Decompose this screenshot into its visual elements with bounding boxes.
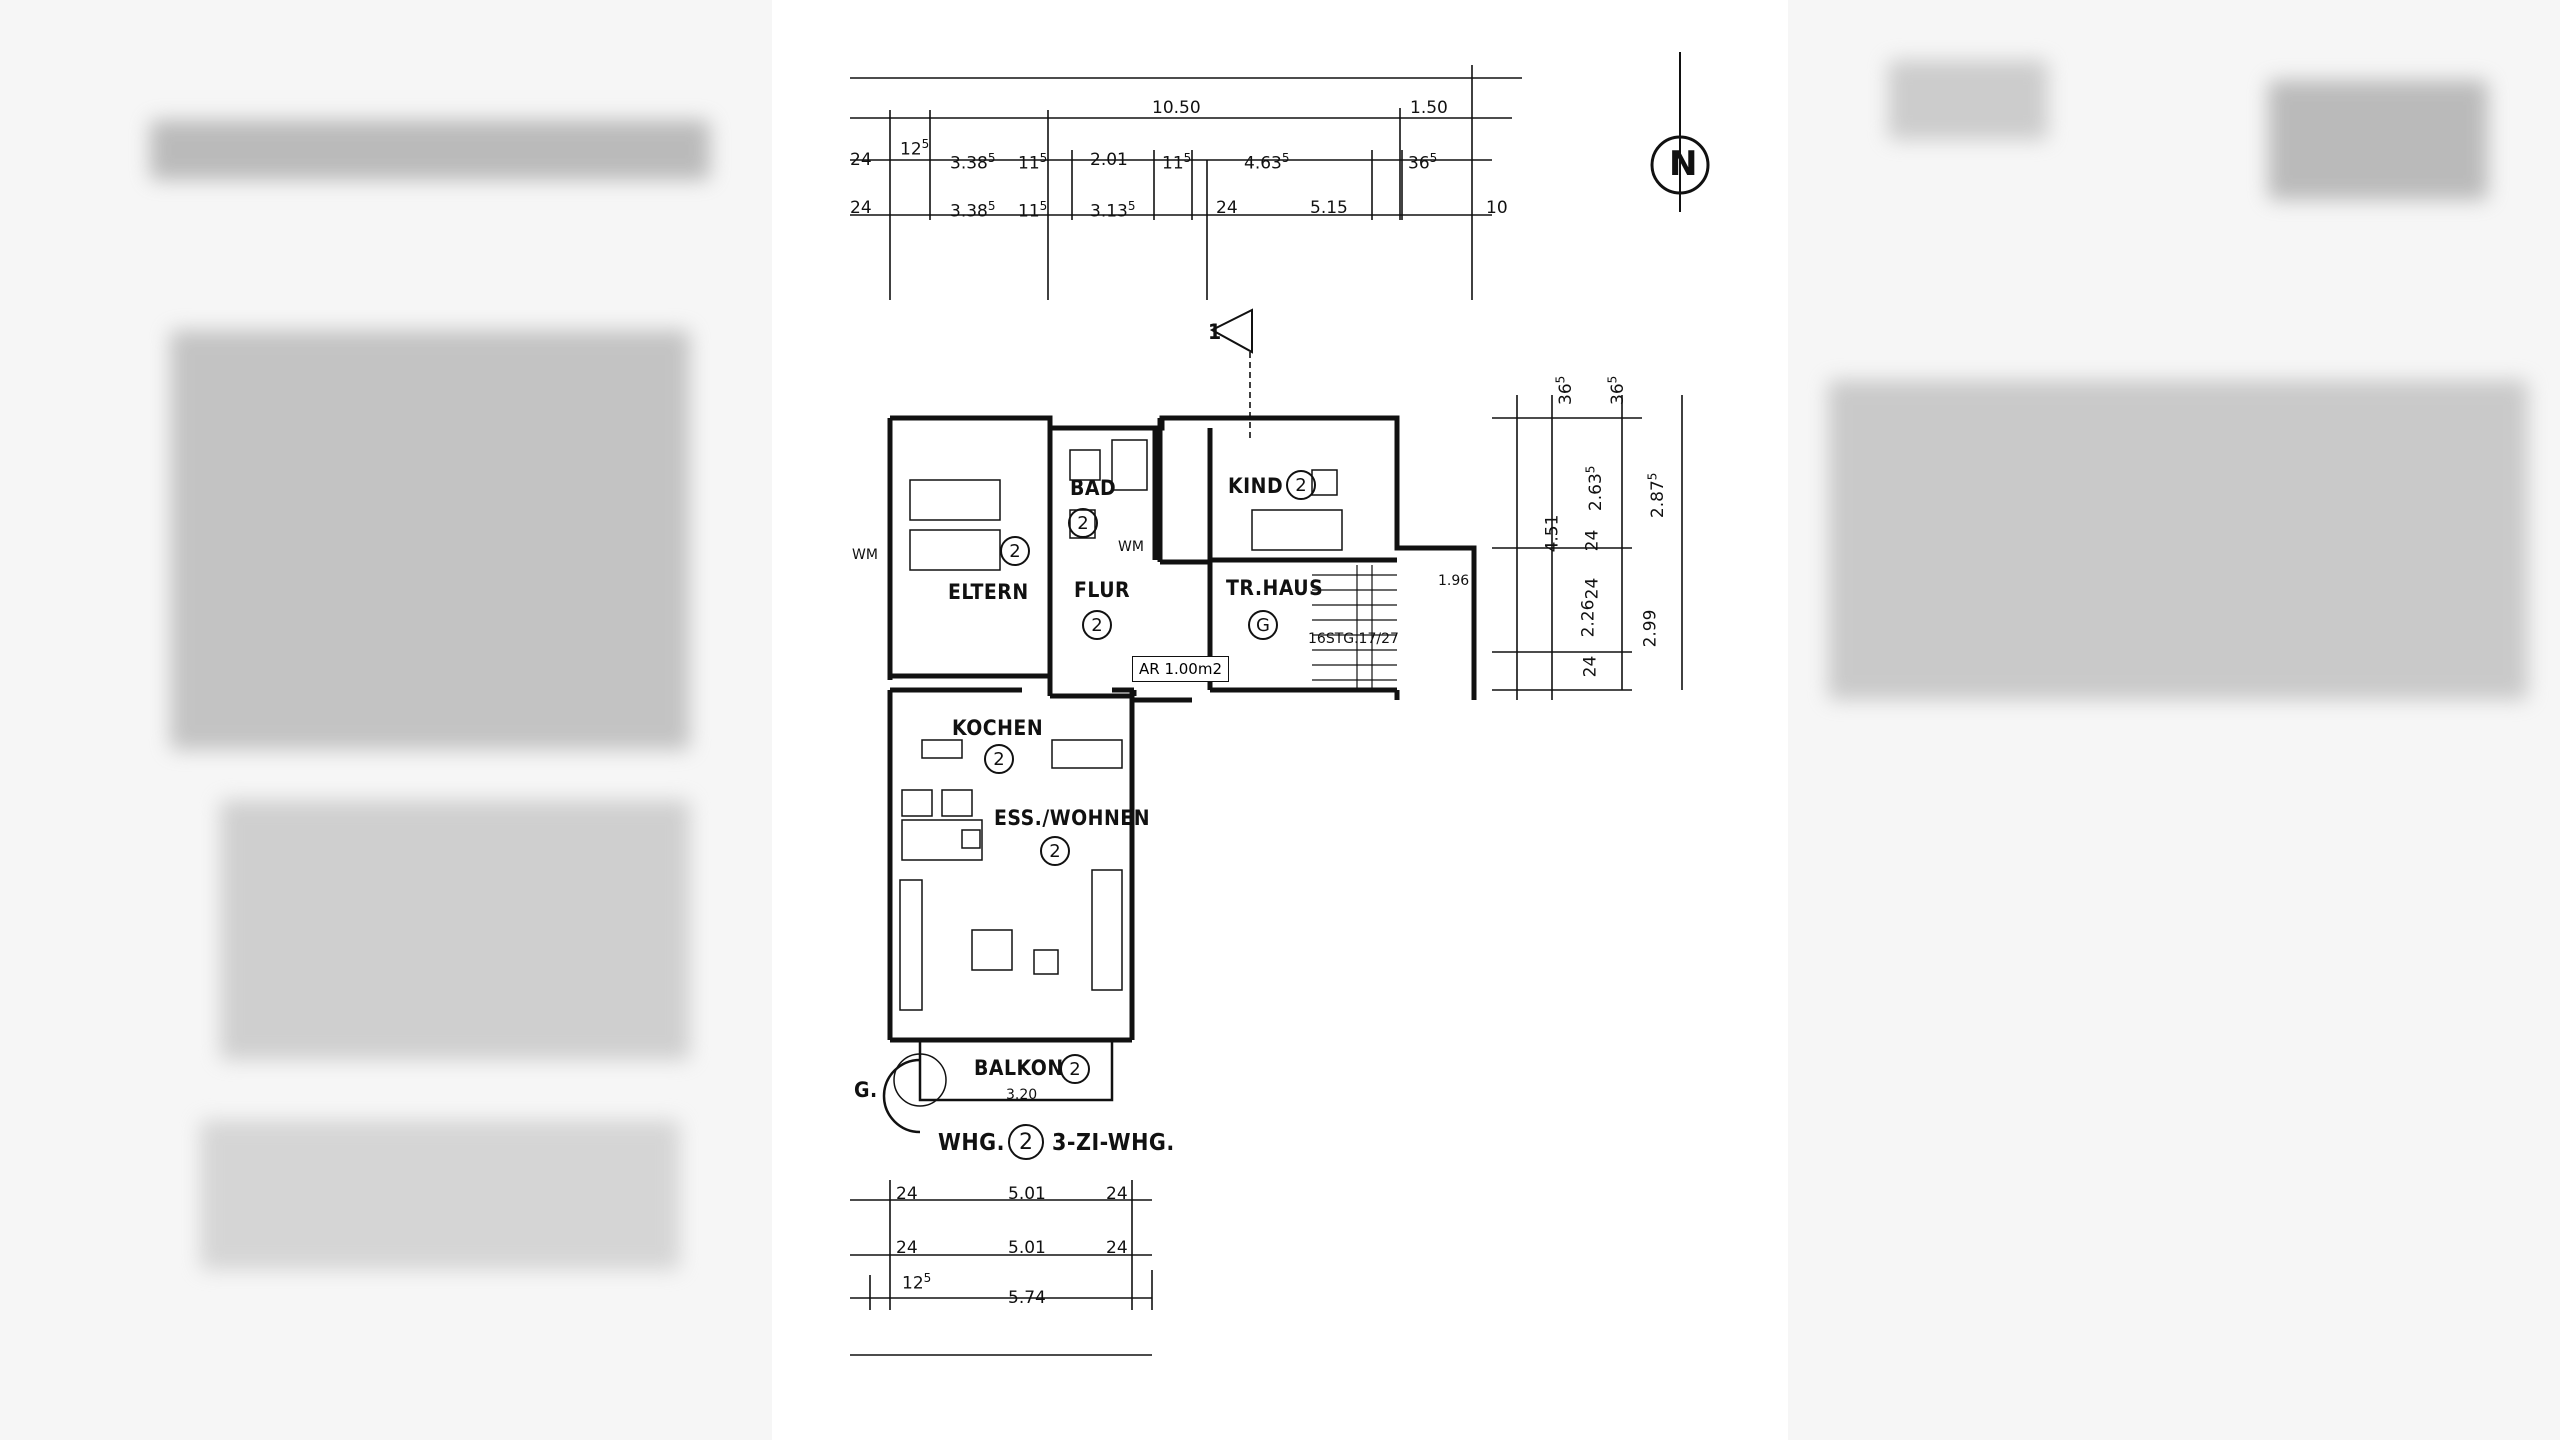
unit-badge-kochen: 2: [984, 744, 1014, 774]
dim-right-24-c: 24: [1580, 655, 1601, 678]
section-marker: 1: [1208, 320, 1222, 344]
room-label-kind: KIND: [1228, 474, 1284, 498]
stair-unit-badge: G: [1248, 610, 1278, 640]
unit-badge-balkon: 2: [1060, 1054, 1090, 1084]
dim-3-38-r3: 3.385: [950, 199, 996, 222]
room-label-eltern: ELTERN: [948, 580, 1029, 604]
dim-24-r3: 24: [850, 198, 872, 218]
unit-badge-flur: 2: [1082, 610, 1112, 640]
dim-2-01-r2: 2.01: [1090, 150, 1128, 170]
dim-bottom-24-b2: 24: [1106, 1238, 1128, 1258]
dim-24-b-r3: 24: [1216, 198, 1238, 218]
blurred-plan-right: [1788, 0, 2560, 1440]
room-label-trhaus: TR.HAUS: [1226, 576, 1324, 600]
dim-bottom-24-b1: 24: [896, 1238, 918, 1258]
floor-plan-panel: N 1 10.50 1.50 24 125 3.385 115 2.01 115…: [772, 0, 1788, 1440]
room-label-bad: BAD: [1070, 476, 1117, 500]
dim-right-24-b: 24: [1582, 577, 1603, 600]
dim-right-24-a: 24: [1582, 529, 1603, 552]
apartment-title-suffix: 3-ZI-WHG.: [1052, 1130, 1175, 1156]
dim-right-36-b: 365: [1605, 375, 1628, 405]
dim-5-15-r3: 5.15: [1310, 198, 1348, 218]
dim-24-r2: 24: [850, 150, 872, 170]
dim-11-a-r2: 115: [1018, 151, 1048, 174]
dim-10-50: 10.50: [1152, 98, 1201, 118]
room-label-kochen: KOCHEN: [952, 716, 1044, 740]
dim-bottom-24-a2: 24: [1106, 1184, 1128, 1204]
floor-plan-drawing: [850, 52, 1710, 1356]
level-label: 1.96: [1438, 573, 1470, 589]
balcony-width-label: 3.20: [1006, 1087, 1038, 1103]
dim-bottom-12: 125: [902, 1271, 932, 1294]
storage-area-label: AR 1.00m2: [1132, 656, 1230, 682]
apartment-number-badge: 2: [1008, 1124, 1044, 1160]
dim-1-50: 1.50: [1410, 98, 1448, 118]
washer-label: WM: [1118, 539, 1144, 555]
dim-4-63-r2: 4.635: [1244, 151, 1290, 174]
unit-badge-esswohnen: 2: [1040, 836, 1070, 866]
dim-bottom-5-01-a: 5.01: [1008, 1184, 1046, 1204]
dim-3-38-r2: 3.385: [950, 151, 996, 174]
unit-badge-bad: 2: [1068, 508, 1098, 538]
dim-bottom-24-a1: 24: [896, 1184, 918, 1204]
unit-badge-eltern: 2: [1000, 536, 1030, 566]
dim-right-2-26: 2.26: [1578, 599, 1599, 638]
dim-11-b-r2: 115: [1162, 151, 1192, 174]
dim-right-36-a: 365: [1553, 375, 1576, 405]
dim-right-2-63: 2.635: [1583, 465, 1607, 512]
dim-3-13-r3: 3.135: [1090, 199, 1136, 222]
washer-label-left: WM: [852, 547, 878, 563]
dim-right-2-99: 2.99: [1640, 609, 1661, 648]
dim-right-2-87: 2.875: [1645, 472, 1669, 519]
left-cut-label: G.: [854, 1078, 878, 1102]
dim-36-r2: 365: [1408, 151, 1438, 174]
room-label-esswohnen: ESS./WOHNEN: [994, 806, 1151, 830]
blurred-plan-left: [0, 0, 772, 1440]
apartment-title-prefix: WHG.: [938, 1130, 1005, 1156]
dim-right-4-51: 4.51: [1542, 514, 1563, 553]
room-label-balkon: BALKON: [974, 1056, 1064, 1080]
dim-bottom-5-74: 5.74: [1008, 1288, 1046, 1308]
dim-bottom-5-01-b: 5.01: [1008, 1238, 1046, 1258]
dim-12-r2: 125: [900, 137, 930, 160]
dim-11-r3: 115: [1018, 199, 1048, 222]
dim-10-r3: 10: [1486, 198, 1508, 218]
unit-badge-kind: 2: [1286, 470, 1316, 500]
room-label-flur: FLUR: [1074, 578, 1131, 602]
north-label: N: [1669, 144, 1698, 184]
stair-steps-label: 16STG.17/27: [1308, 631, 1399, 647]
